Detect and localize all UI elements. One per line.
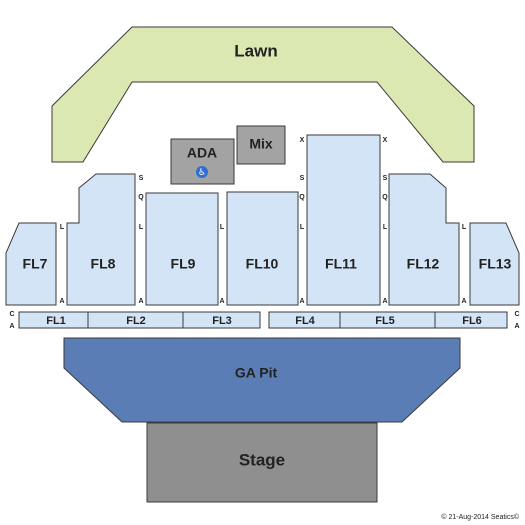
fl4-label: FL4 (295, 315, 315, 327)
row-letter: L (220, 224, 225, 231)
stage: Stage (146, 422, 378, 503)
copyright-notice: © 21-Aug-2014 Seatics© (441, 513, 519, 521)
section-fl11[interactable]: FL11 (306, 134, 381, 306)
ada-label: ADA (187, 145, 217, 161)
mix-label: Mix (249, 136, 273, 152)
fl8-label: FL8 (91, 256, 116, 272)
section-fl9[interactable]: FL9 (145, 192, 219, 306)
stage-shape (146, 422, 378, 503)
wheelchair-icon: ♿ (196, 166, 208, 178)
section-fl1[interactable]: FL1 (18, 311, 89, 329)
row-letter: A (514, 323, 519, 330)
row-letter: A (299, 298, 304, 305)
section-fl3[interactable]: FL3 (182, 311, 261, 329)
lawn-shape[interactable] (51, 26, 475, 163)
section-fl6[interactable]: FL6 (434, 311, 508, 329)
lawn-label: Lawn (234, 41, 277, 60)
section-lawn[interactable]: Lawn (51, 26, 475, 163)
row-letter: S (383, 175, 388, 182)
row-letter: Q (382, 194, 388, 201)
section-fl4[interactable]: FL4 (268, 311, 341, 329)
ga-pit-label: GA Pit (235, 365, 278, 381)
row-letter: A (59, 298, 64, 305)
row-letter: A (382, 298, 387, 305)
row-letter: L (60, 224, 65, 231)
row-letter: S (139, 175, 144, 182)
svg-text:♿: ♿ (198, 168, 206, 178)
fl7-label: FL7 (23, 256, 48, 272)
row-letter: A (9, 323, 14, 330)
row-letter: X (383, 137, 388, 144)
fl6-label: FL6 (462, 315, 482, 327)
section-ada[interactable]: ADA ♿ (170, 138, 235, 185)
section-fl8[interactable]: FL8 (66, 173, 136, 306)
row-letter: A (138, 298, 143, 305)
row-letter: Q (299, 194, 305, 201)
fl2-label: FL2 (126, 315, 146, 327)
row-letter: L (383, 224, 388, 231)
mix-shape[interactable] (236, 125, 286, 165)
fl9-label: FL9 (171, 256, 196, 272)
fl10-label: FL10 (246, 256, 279, 272)
ga-pit-shape[interactable] (63, 337, 461, 423)
section-fl2[interactable]: FL2 (87, 311, 184, 329)
row-letter: S (300, 175, 305, 182)
fl1-label: FL1 (46, 315, 66, 327)
section-fl10[interactable]: FL10 (226, 191, 299, 306)
fl13-label: FL13 (479, 256, 512, 272)
fl5-label: FL5 (375, 315, 395, 327)
row-letter: C (514, 311, 519, 318)
row-markers: L A S Q L A L A X S Q L A X S Q L A L A … (9, 137, 519, 330)
row-letter: A (461, 298, 466, 305)
section-fl12[interactable]: FL12 (388, 173, 460, 306)
row-letter: A (219, 298, 224, 305)
row-letter: L (139, 224, 144, 231)
fl3-label: FL3 (212, 315, 232, 327)
section-mix[interactable]: Mix (236, 125, 286, 165)
section-fl13[interactable]: FL13 (469, 222, 520, 306)
row-letter: X (300, 137, 305, 144)
fl12-label: FL12 (407, 256, 440, 272)
section-ga-pit[interactable]: GA Pit (63, 337, 461, 423)
section-fl7[interactable]: FL7 (5, 222, 57, 306)
row-letter: Q (138, 194, 144, 201)
row-letter: C (9, 311, 14, 318)
row-letter: L (462, 224, 467, 231)
stage-label: Stage (239, 450, 285, 469)
section-fl5[interactable]: FL5 (339, 311, 436, 329)
row-letter: L (300, 224, 305, 231)
fl11-label: FL11 (325, 256, 357, 272)
